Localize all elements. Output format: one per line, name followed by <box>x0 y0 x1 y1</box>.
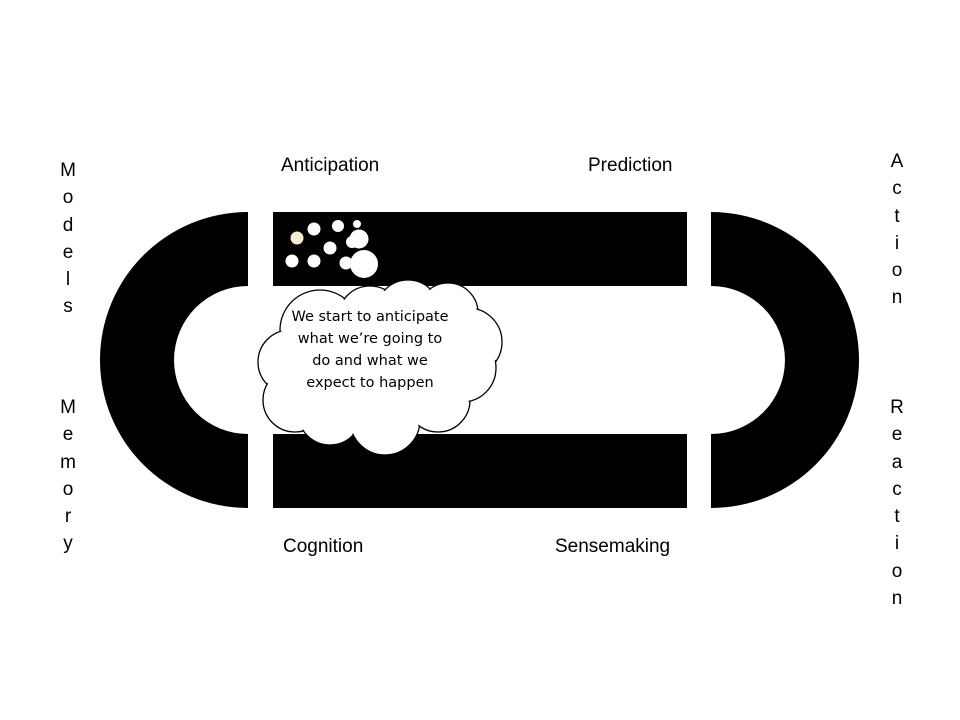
vertical-letter: o <box>62 478 74 500</box>
dot <box>332 220 344 232</box>
dot <box>307 254 321 268</box>
vertical-letter: t <box>894 506 900 528</box>
left-arc-segment <box>100 212 248 508</box>
vertical-letter: o <box>891 260 903 282</box>
vertical-letter: M <box>60 397 76 418</box>
vertical-letter: A <box>890 151 904 172</box>
highlight-dot <box>290 231 304 245</box>
vertical-letter: c <box>892 478 902 500</box>
thought-bubble-text: We start to anticipate what we’re going … <box>291 309 449 391</box>
vertical-letter: e <box>891 424 903 446</box>
label-prediction: Prediction <box>588 155 673 176</box>
label-sensemaking: Sensemaking <box>555 536 671 557</box>
vertical-letter: t <box>894 205 900 227</box>
label-cognition: Cognition <box>283 536 364 557</box>
thought-dots <box>285 220 378 278</box>
vertical-letter: m <box>60 451 76 473</box>
dot <box>339 256 353 270</box>
vertical-letter: i <box>894 533 900 555</box>
vertical-letter: d <box>62 214 74 236</box>
vertical-letter: r <box>64 506 72 528</box>
bottom-bar-segment <box>273 434 687 508</box>
vertical-letter: e <box>62 424 74 446</box>
vertical-letter: s <box>63 296 73 318</box>
thought-cloud <box>257 279 503 456</box>
dot <box>350 250 378 278</box>
vertical-letter: y <box>63 533 73 555</box>
right-arc-segment <box>711 212 859 508</box>
dot <box>307 222 321 236</box>
vertical-letter: n <box>891 287 903 309</box>
vertical-letter: l <box>65 269 71 291</box>
dot <box>285 254 299 268</box>
vertical-letter: o <box>62 187 74 209</box>
dot <box>349 229 369 249</box>
vertical-letter: a <box>891 451 903 473</box>
vertical-letter: n <box>891 588 903 610</box>
dot <box>353 220 361 228</box>
vertical-letter: M <box>60 160 76 181</box>
vertical-letter: R <box>890 397 904 418</box>
dot <box>323 241 337 255</box>
vertical-letter: i <box>894 232 900 254</box>
label-anticipation: Anticipation <box>281 155 380 176</box>
vertical-letter: c <box>892 178 902 200</box>
vertical-letter: o <box>891 560 903 582</box>
vertical-letter: e <box>62 241 74 263</box>
